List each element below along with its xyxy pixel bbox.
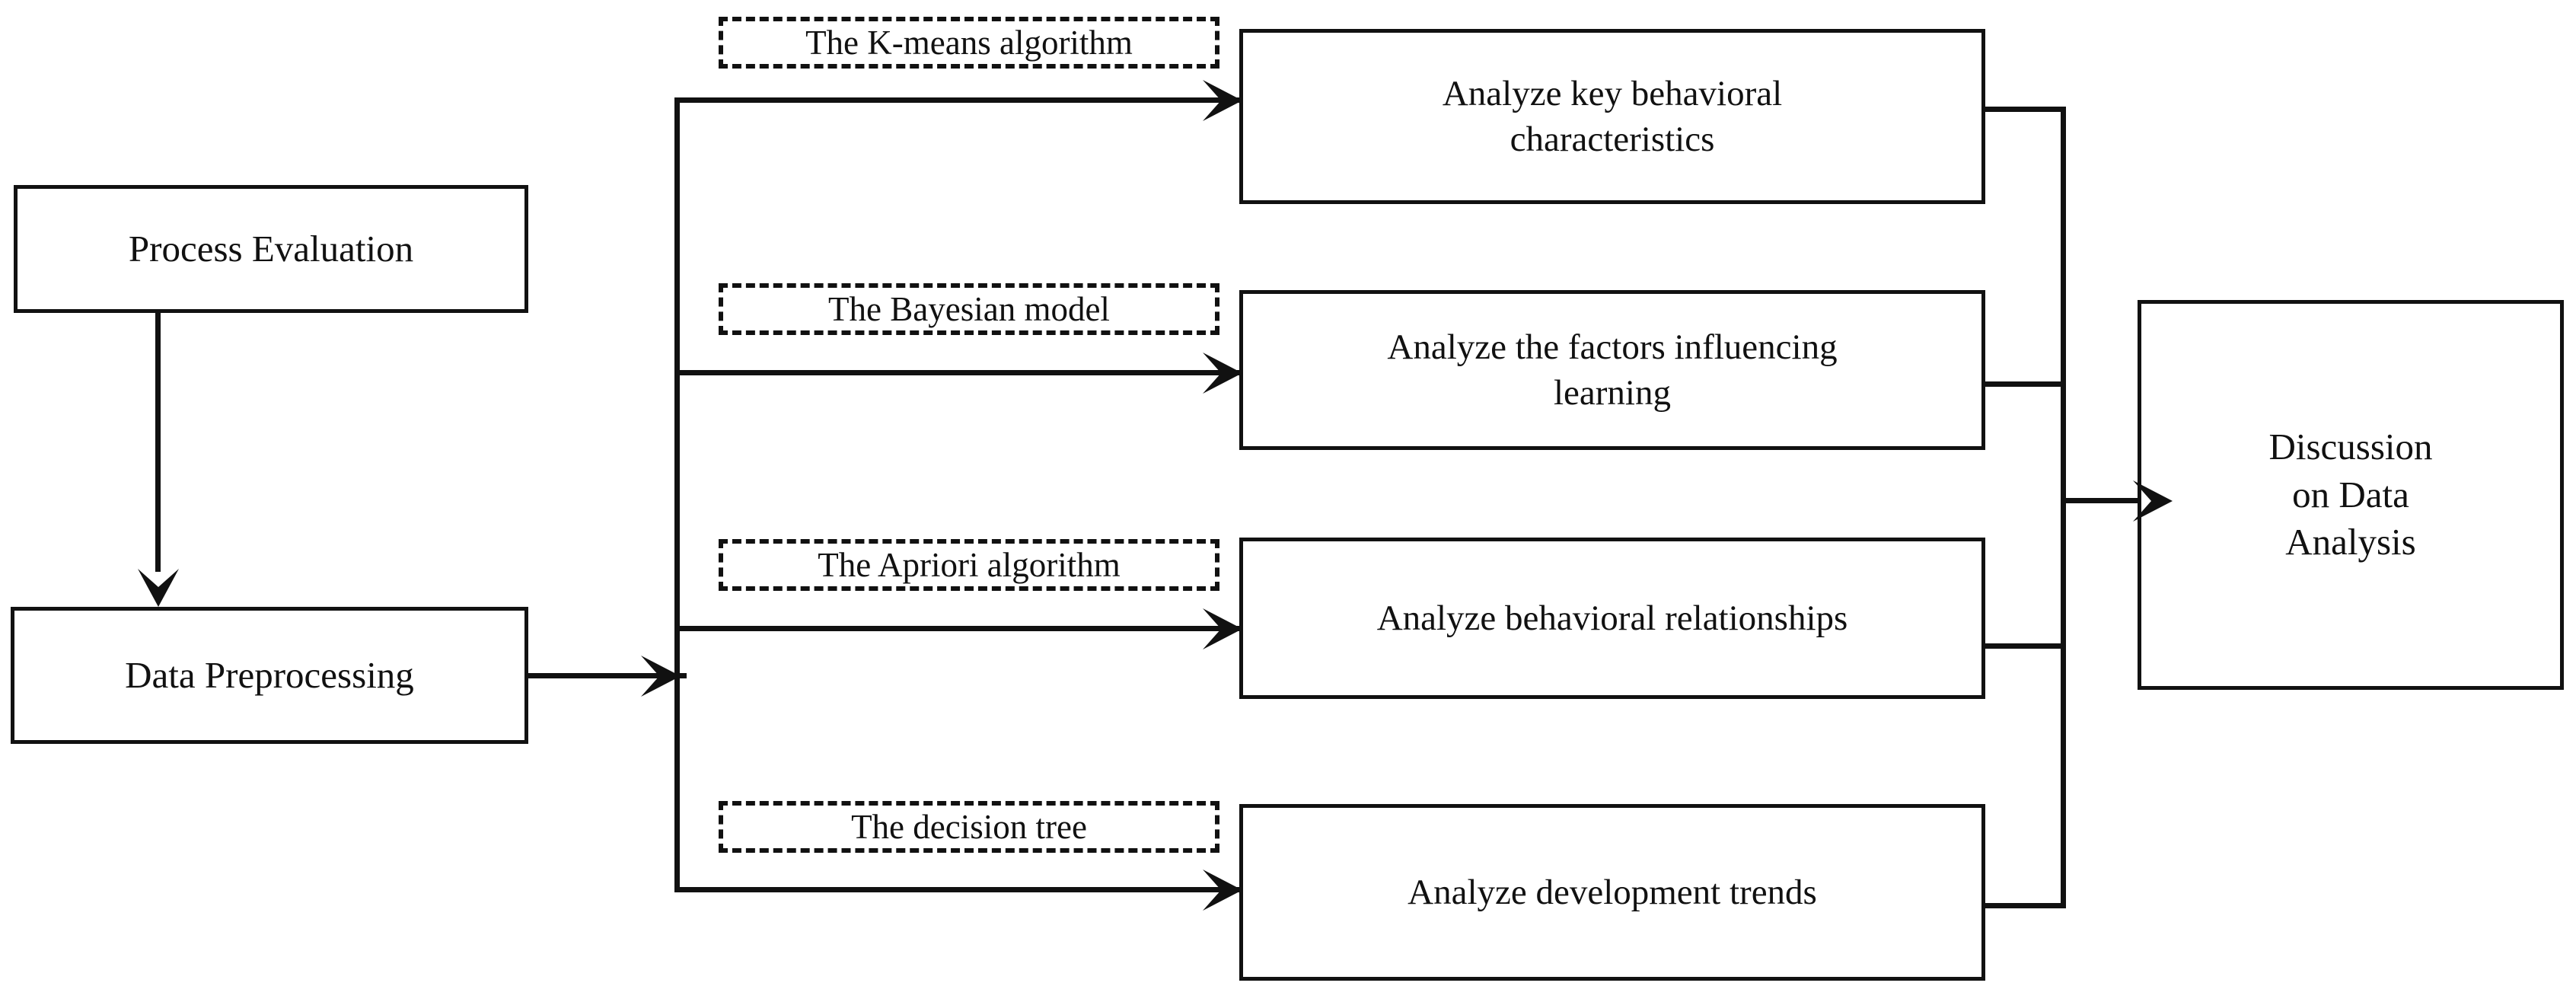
method-note-decision-tree[interactable]: The decision tree <box>719 801 1219 853</box>
node-analyze-behavioral-relationships[interactable]: Analyze behavioral relationships <box>1239 538 1985 699</box>
edge-data-preprocessing-to-branch-trunk <box>528 673 687 678</box>
node-analyze-factors-influencing-learning[interactable]: Analyze the factors influencing learning <box>1239 290 1985 450</box>
edge-merge-stub-2 <box>1981 381 2066 387</box>
arrowhead-right-to-branch-trunk <box>639 653 684 699</box>
node-process-evaluation-label: Process Evaluation <box>128 227 414 270</box>
node-data-preprocessing-label: Data Preprocessing <box>125 653 414 696</box>
edge-process-evaluation-to-data-preprocessing <box>155 313 161 572</box>
node-analyze-factors-influencing-learning-label: Analyze the factors influencing learning <box>1387 327 1838 413</box>
method-note-apriori-label: The Apriori algorithm <box>818 546 1121 584</box>
node-analyze-development-trends[interactable]: Analyze development trends <box>1239 804 1985 981</box>
node-analyze-key-behavioral-characteristics[interactable]: Analyze key behavioral characteristics <box>1239 29 1985 204</box>
edge-branch-1-horizontal <box>674 97 1250 103</box>
arrowhead-branch-3 <box>1201 606 1245 652</box>
edge-merge-stub-1 <box>1981 107 2066 112</box>
node-discussion-on-data-analysis[interactable]: Discussion on Data Analysis <box>2138 300 2564 690</box>
edge-branch-3-horizontal <box>674 626 1250 631</box>
method-note-apriori[interactable]: The Apriori algorithm <box>719 539 1219 591</box>
edge-branch-2-horizontal <box>674 370 1250 375</box>
branch-trunk-vertical <box>674 97 680 892</box>
method-note-kmeans[interactable]: The K-means algorithm <box>719 17 1219 69</box>
method-note-bayesian[interactable]: The Bayesian model <box>719 283 1219 335</box>
arrowhead-branch-2 <box>1201 350 1245 396</box>
edge-merge-to-discussion <box>2061 498 2182 503</box>
method-note-decision-tree-label: The decision tree <box>851 808 1087 846</box>
arrowhead-branch-4 <box>1201 867 1245 913</box>
arrowhead-right-to-discussion <box>2131 478 2176 524</box>
arrowhead-branch-1 <box>1201 78 1245 123</box>
node-discussion-on-data-analysis-label: Discussion on Data Analysis <box>2268 425 2433 563</box>
edge-branch-4-horizontal <box>674 887 1250 892</box>
node-analyze-key-behavioral-characteristics-label: Analyze key behavioral characteristics <box>1442 73 1783 159</box>
node-analyze-behavioral-relationships-label: Analyze behavioral relationships <box>1376 598 1848 638</box>
node-data-preprocessing[interactable]: Data Preprocessing <box>11 607 528 744</box>
arrowhead-down-to-data-preprocessing <box>135 567 181 610</box>
merge-trunk-vertical <box>2061 107 2066 908</box>
edge-merge-stub-4 <box>1981 903 2066 908</box>
node-analyze-development-trends-label: Analyze development trends <box>1408 872 1817 912</box>
method-note-bayesian-label: The Bayesian model <box>828 290 1110 328</box>
node-process-evaluation[interactable]: Process Evaluation <box>14 185 528 313</box>
method-note-kmeans-label: The K-means algorithm <box>805 24 1133 62</box>
edge-merge-stub-3 <box>1981 643 2066 649</box>
